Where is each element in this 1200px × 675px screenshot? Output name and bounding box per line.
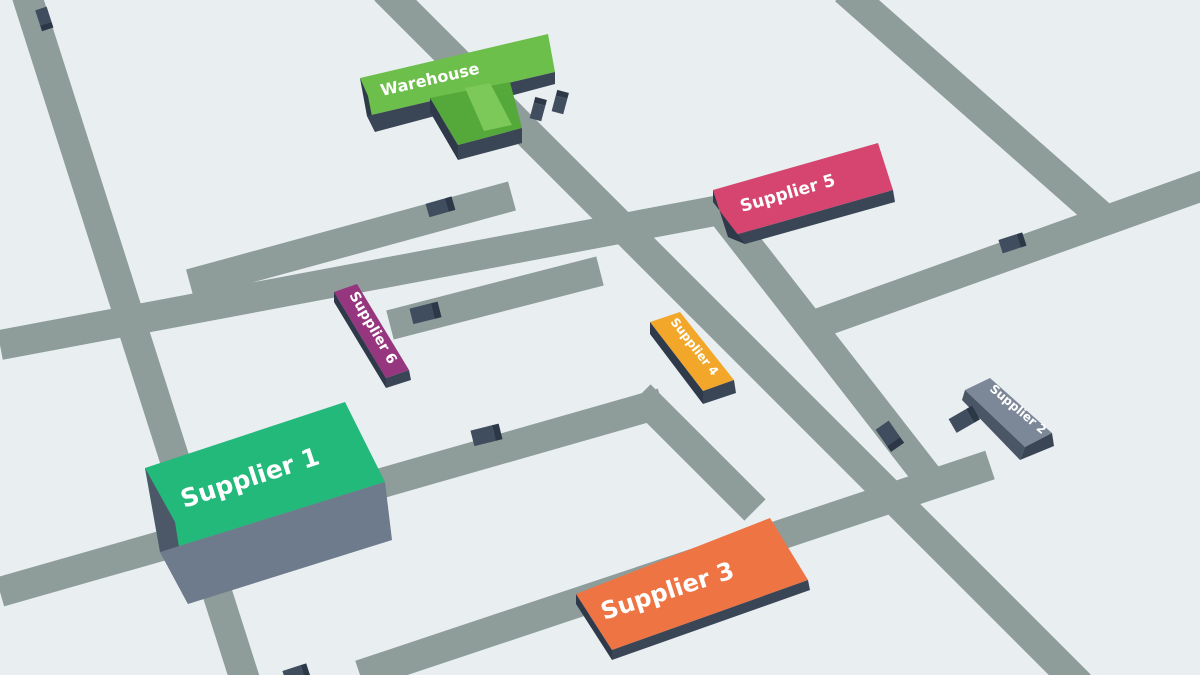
supplier-1-roof: [145, 402, 385, 552]
road-upper-horizontal: [0, 195, 723, 360]
truck: [875, 420, 905, 452]
truck: [409, 301, 442, 325]
truck: [529, 96, 547, 122]
supplier-5-building: Supplier 5: [713, 143, 895, 244]
road-top-segment: [186, 181, 516, 299]
supplier-3-building: Supplier 3: [576, 518, 810, 660]
road-right-diagonal: [835, 0, 1110, 227]
road-supplier4-link: [629, 384, 766, 521]
truck: [35, 6, 54, 32]
truck: [425, 196, 456, 218]
road-right-horizontal: [794, 170, 1200, 345]
supplier-1-building: Supplier 1: [145, 402, 392, 604]
truck: [998, 232, 1027, 254]
truck: [948, 405, 980, 433]
truck: [551, 89, 569, 115]
truck: [470, 423, 503, 447]
warehouse-roof: [360, 34, 555, 116]
supplier-6-building: Supplier 6: [334, 284, 411, 388]
